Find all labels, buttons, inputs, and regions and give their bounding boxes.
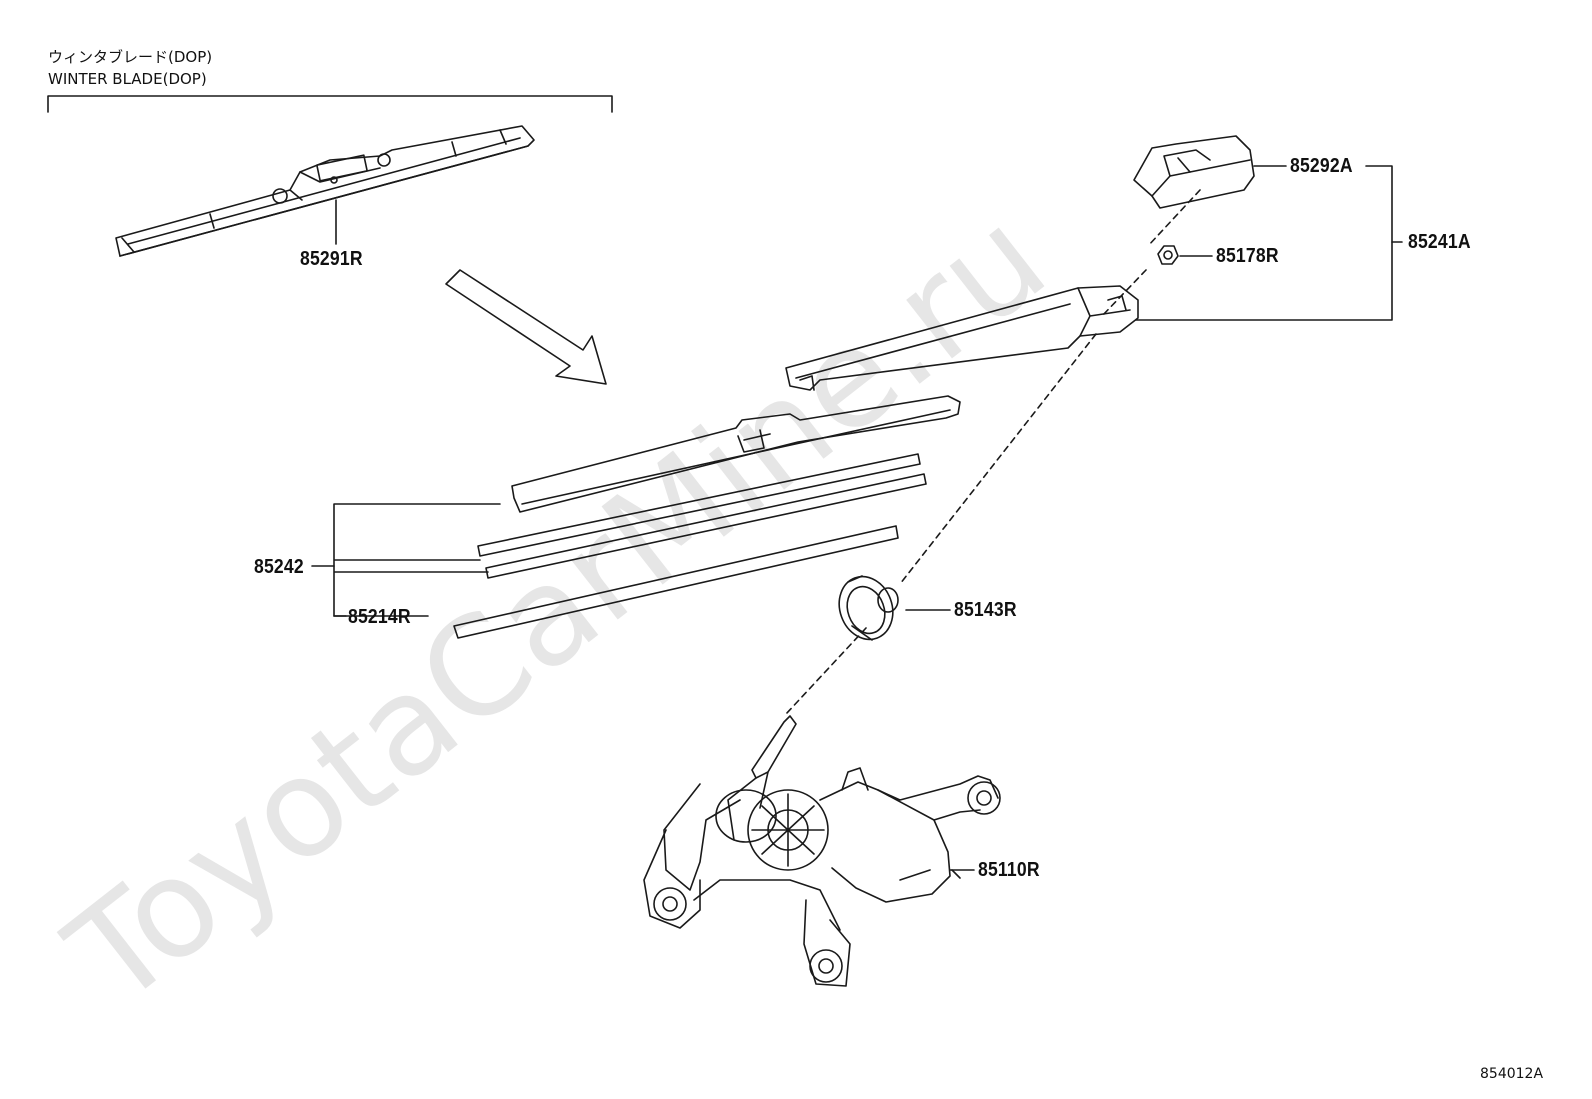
leader-85241A-bracket bbox=[1135, 165, 1393, 321]
winter-blade-drawing bbox=[115, 125, 535, 257]
mounting-axis bbox=[785, 189, 1201, 715]
winter-blade-bracket bbox=[47, 95, 613, 113]
part-label-85110R[interactable]: 85110R bbox=[978, 859, 1040, 881]
part-label-85242[interactable]: 85242 bbox=[254, 556, 304, 578]
part-label-85143R[interactable]: 85143R bbox=[954, 599, 1017, 621]
arm-cap-drawing bbox=[1133, 135, 1255, 209]
part-label-85178R[interactable]: 85178R bbox=[1216, 245, 1279, 267]
part-label-85241A[interactable]: 85241A bbox=[1408, 231, 1471, 253]
nut-drawing bbox=[1157, 245, 1179, 265]
leader-85242-group bbox=[333, 503, 501, 617]
part-label-85292A[interactable]: 85292A bbox=[1290, 155, 1353, 177]
wiper-blade-drawing bbox=[477, 395, 961, 579]
part-label-85214R[interactable]: 85214R bbox=[348, 606, 411, 628]
caption-english: WINTER BLADE(DOP) bbox=[48, 70, 207, 88]
grommet-drawing bbox=[838, 575, 899, 641]
wiper-arm-drawing bbox=[785, 285, 1139, 391]
part-label-85291R[interactable]: 85291R bbox=[300, 248, 363, 270]
watermark: ToyotaCarMine.ru bbox=[40, 180, 1074, 1037]
drawing-code: 854012A bbox=[1480, 1066, 1544, 1082]
wiper-motor-drawing bbox=[643, 715, 1001, 987]
refill-drawing bbox=[453, 525, 899, 639]
caption-japanese: ウィンタブレード(DOP) bbox=[48, 48, 213, 66]
direction-arrow bbox=[445, 269, 607, 385]
